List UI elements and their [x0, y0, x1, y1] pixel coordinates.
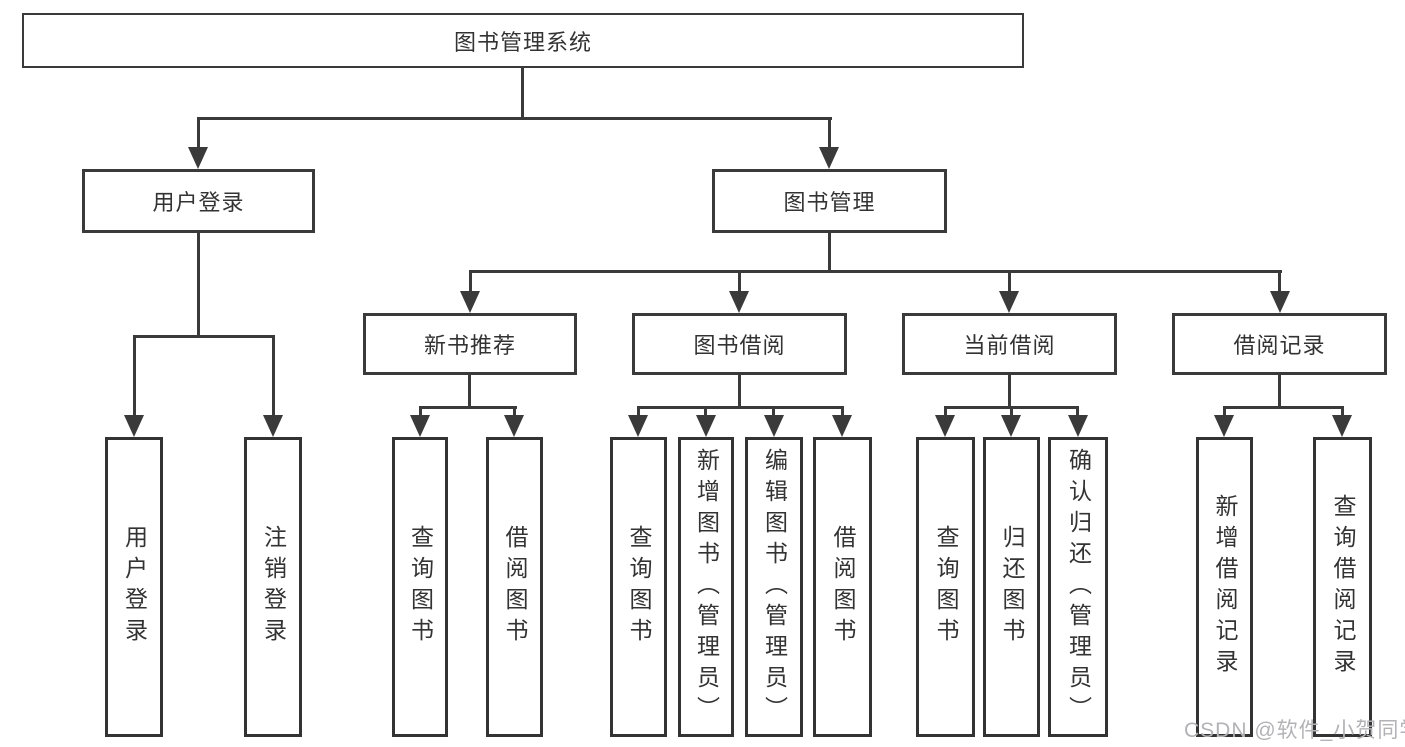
node-new-books-label: 新书推荐	[423, 333, 516, 358]
connector-drop-user-login	[197, 117, 200, 147]
arrowhead-leaf-login-icon	[124, 415, 144, 437]
leaf-records-query: 查询借阅记录	[1313, 437, 1372, 737]
leaf-logout: 注销登录	[244, 437, 302, 737]
leaf-current-confirm-admin: 确认归还（管理员）	[1048, 437, 1108, 737]
node-book-mgmt-label: 图书管理	[783, 190, 876, 215]
connector-drop	[772, 406, 775, 417]
connector-drop-new-books	[469, 270, 472, 292]
leaf-label: 查询图书	[933, 525, 959, 649]
arrowhead-icon	[832, 415, 852, 437]
connector-drop-borrow-records	[1278, 270, 1281, 292]
leaf-newbooks-borrow: 借阅图书	[486, 437, 543, 737]
connector-drop-leaf-login	[133, 335, 136, 417]
arrowhead-icon	[1332, 415, 1352, 437]
connector-drop-leaf-logout	[272, 335, 275, 417]
connector-drop-book-borrow	[738, 270, 741, 292]
node-current-borrow-label: 当前借阅	[963, 333, 1056, 358]
connector-drop	[637, 406, 640, 417]
connector-drop	[841, 406, 844, 417]
leaf-borrow-edit-admin: 编辑图书（管理员）	[745, 437, 803, 737]
node-user-login-label: 用户登录	[152, 190, 245, 215]
node-book-mgmt: 图书管理	[712, 169, 947, 233]
connector-drop	[1076, 406, 1079, 417]
leaf-current-query: 查询图书	[916, 437, 975, 737]
leaf-current-return: 归还图书	[983, 437, 1040, 737]
node-book-borrow-label: 图书借阅	[693, 333, 786, 358]
arrowhead-icon	[696, 415, 716, 437]
arrowhead-icon	[764, 415, 784, 437]
leaf-label: 用户登录	[121, 525, 148, 649]
connector-drop	[419, 406, 422, 417]
node-book-borrow: 图书借阅	[632, 313, 847, 375]
leaf-label: 归还图书	[999, 525, 1025, 649]
connector-book-mgmt-feed	[828, 233, 831, 273]
node-borrow-records-label: 借阅记录	[1233, 333, 1326, 358]
connector-drop	[513, 406, 516, 417]
arrowhead-current-borrow-icon	[999, 291, 1019, 313]
node-borrow-records: 借阅记录	[1172, 313, 1387, 375]
connector-book-borrow-feed	[738, 375, 741, 409]
connector-user-login-feed	[197, 233, 200, 338]
leaf-label: 查询借阅记录	[1330, 494, 1356, 680]
connector-drop	[1223, 406, 1226, 417]
arrowhead-borrow-records-icon	[1270, 291, 1290, 313]
leaf-borrow-query: 查询图书	[610, 437, 667, 737]
connector-drop	[944, 406, 947, 417]
connector-borrow-records-feed	[1278, 375, 1281, 409]
arrowhead-icon	[1214, 415, 1234, 437]
leaf-label: 编辑图书（管理员）	[761, 447, 788, 727]
leaf-label: 借阅图书	[502, 525, 528, 649]
leaf-label: 注销登录	[260, 525, 287, 649]
leaf-label: 新增借阅记录	[1212, 494, 1238, 680]
connector-new-books-bus	[419, 406, 517, 409]
arrowhead-book-mgmt-icon	[819, 147, 839, 169]
node-new-books: 新书推荐	[363, 313, 577, 375]
connector-drop-book-mgmt	[828, 117, 831, 147]
arrowhead-icon	[1001, 415, 1021, 437]
connector-level3-bus	[469, 270, 1282, 273]
arrowhead-icon	[1068, 415, 1088, 437]
arrowhead-icon	[504, 415, 524, 437]
arrowhead-user-login-icon	[188, 147, 208, 169]
arrowhead-icon	[628, 415, 648, 437]
node-user-login: 用户登录	[82, 169, 315, 233]
connector-level2-bus	[197, 117, 832, 120]
arrowhead-book-borrow-icon	[729, 291, 749, 313]
connector-drop	[704, 406, 707, 417]
leaf-label: 借阅图书	[830, 525, 856, 649]
csdn-watermark: CSDN @软件_小贺同学	[1184, 719, 1405, 742]
arrowhead-icon	[410, 415, 430, 437]
connector-new-books-feed	[468, 375, 471, 409]
arrowhead-new-books-icon	[460, 291, 480, 313]
node-root: 图书管理系统	[22, 13, 1024, 68]
leaf-borrow-borrow: 借阅图书	[813, 437, 872, 737]
leaf-records-add: 新增借阅记录	[1196, 437, 1253, 737]
leaf-user-login: 用户登录	[105, 437, 163, 737]
connector-drop-current-borrow	[1008, 270, 1011, 292]
connector-drop	[1010, 406, 1013, 417]
leaf-label: 新增图书（管理员）	[693, 447, 720, 727]
leaf-borrow-add-admin: 新增图书（管理员）	[678, 437, 734, 737]
leaf-newbooks-query: 查询图书	[392, 437, 448, 737]
connector-book-borrow-bus	[637, 406, 844, 409]
connector-root-feed	[521, 68, 524, 120]
node-current-borrow: 当前借阅	[902, 313, 1117, 375]
node-root-label: 图书管理系统	[453, 29, 592, 55]
connector-user-login-bus	[133, 335, 275, 338]
leaf-label: 确认归还（管理员）	[1065, 447, 1092, 727]
connector-borrow-records-bus	[1223, 406, 1343, 409]
arrowhead-leaf-logout-icon	[263, 415, 283, 437]
connector-current-borrow-feed	[1008, 375, 1011, 409]
connector-drop	[1341, 406, 1344, 417]
leaf-label: 查询图书	[407, 525, 434, 649]
leaf-label: 查询图书	[626, 525, 652, 649]
arrowhead-icon	[935, 415, 955, 437]
